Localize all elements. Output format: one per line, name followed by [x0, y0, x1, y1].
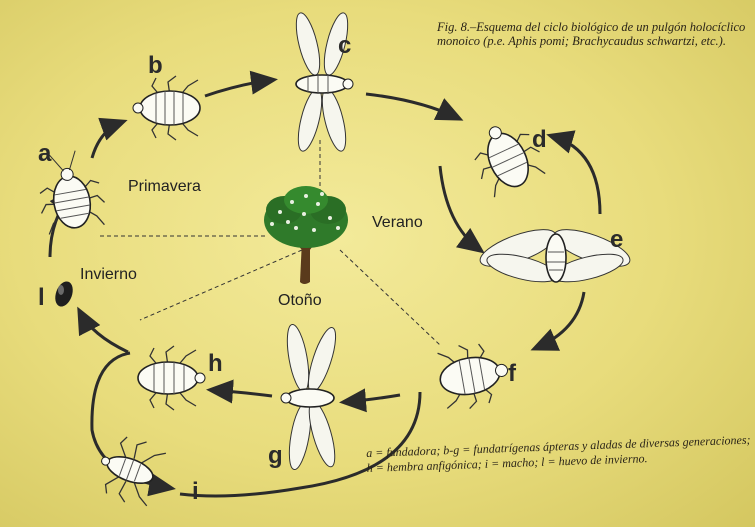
aphid-h — [138, 346, 205, 410]
label-d: d — [532, 126, 547, 154]
season-autumn: Otoño — [278, 292, 322, 310]
aphid-i — [91, 430, 167, 510]
label-l: l — [38, 284, 45, 312]
label-h: h — [208, 350, 223, 378]
tree-connectors — [100, 140, 440, 345]
label-a: a — [38, 140, 51, 168]
label-i: i — [192, 478, 199, 506]
label-e: e — [610, 226, 623, 254]
season-winter: Invierno — [80, 266, 137, 284]
figure-caption: Fig. 8.–Esquema del ciclo biológico de u… — [437, 20, 749, 48]
egg-l — [52, 279, 76, 309]
label-g: g — [268, 442, 283, 470]
aphid-b — [133, 76, 200, 140]
label-f: f — [508, 360, 516, 388]
aphid-g-winged — [281, 323, 341, 471]
season-summer: Verano — [372, 214, 423, 232]
label-b: b — [148, 52, 163, 80]
label-c: c — [338, 32, 351, 60]
aphid-f — [435, 338, 513, 413]
tree — [264, 186, 348, 284]
season-spring: Primavera — [128, 178, 201, 196]
